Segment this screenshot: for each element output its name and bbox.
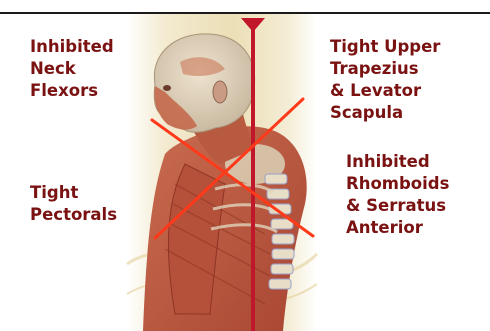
label-inhibited-rhomboids: Inhibited Rhomboids & Serratus Anterior (346, 151, 449, 239)
eye (163, 85, 171, 91)
left-margin (0, 14, 15, 331)
posture-diagram: Inhibited Neck Flexors Tight Pectorals T… (15, 14, 490, 331)
label-inhibited-neck-flexors: Inhibited Neck Flexors (30, 36, 114, 102)
ear (213, 81, 227, 103)
label-tight-pectorals: Tight Pectorals (30, 182, 117, 226)
top-border (0, 0, 490, 14)
label-tight-upper-trapezius: Tight Upper Trapezius & Levator Scapula (330, 36, 490, 124)
